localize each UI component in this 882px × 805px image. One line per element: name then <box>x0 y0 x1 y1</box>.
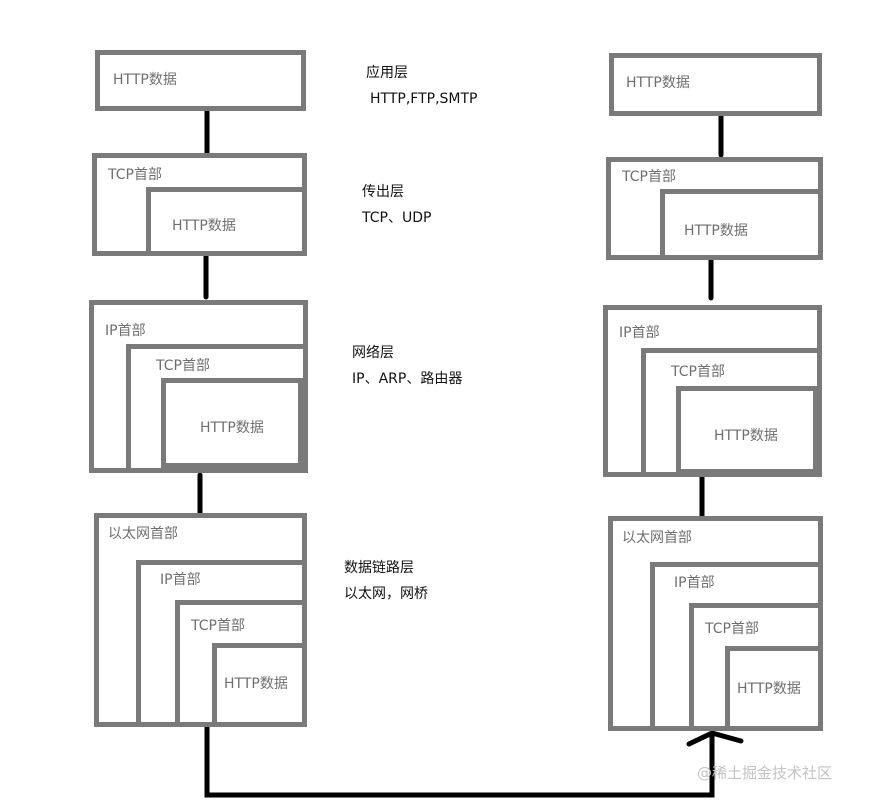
layer-network: 网络层 IP、ARP、路由器 <box>352 340 462 392</box>
sender-application-http-box: HTTP数据 <box>95 50 306 111</box>
receiver-datalink-tcp-box: TCP首部 HTTP数据 <box>689 603 823 731</box>
layer-application: 应用层 HTTP,FTP,SMTP <box>366 60 478 112</box>
receiver-transport-http-box: HTTP数据 <box>660 189 823 260</box>
sender-datalink-tcp-box: TCP首部 HTTP数据 <box>175 600 307 727</box>
sender-transport-http-label: HTTP数据 <box>172 218 236 234</box>
receiver-network-tcp-label: TCP首部 <box>671 364 725 380</box>
sender-datalink-tcp-label: TCP首部 <box>191 618 245 634</box>
layer-transport-protocols: TCP、UDP <box>362 210 432 226</box>
sender-network-http-box: HTTP数据 <box>161 378 303 468</box>
receiver-network-tcp-box: TCP首部 HTTP数据 <box>641 348 822 477</box>
sender-datalink-http-box: HTTP数据 <box>212 643 307 727</box>
receiver-datalink-ip-box: IP首部 TCP首部 HTTP数据 <box>650 562 823 731</box>
upward-arrow-head <box>686 730 744 747</box>
layer-network-name: 网络层 <box>352 345 394 361</box>
receiver-transport-tcp-label: TCP首部 <box>622 169 676 185</box>
sender-datalink-ethernet-label: 以太网首部 <box>108 526 178 542</box>
sender-datalink-ethernet-box: 以太网首部 IP首部 TCP首部 HTTP数据 <box>94 513 307 727</box>
sender-transport-tcp-label: TCP首部 <box>108 167 162 183</box>
physical-link-line <box>204 721 715 798</box>
layer-transport: 传出层 TCP、UDP <box>362 179 431 231</box>
layer-datalink-name: 数据链路层 <box>344 560 414 576</box>
receiver-datalink-ip-label: IP首部 <box>674 575 715 591</box>
receiver-datalink-http-label: HTTP数据 <box>737 681 801 697</box>
layer-datalink-protocols: 以太网，网桥 <box>344 586 428 602</box>
receiver-datalink-tcp-label: TCP首部 <box>705 621 759 637</box>
sender-network-ip-label: IP首部 <box>105 323 146 339</box>
receiver-network-http-label: HTTP数据 <box>714 428 778 444</box>
receiver-datalink-http-box: HTTP数据 <box>725 646 823 731</box>
receiver-datalink-ethernet-box: 以太网首部 IP首部 TCP首部 HTTP数据 <box>608 516 823 731</box>
receiver-network-http-box: HTTP数据 <box>676 386 818 474</box>
sender-network-tcp-box: TCP首部 HTTP数据 <box>126 344 308 473</box>
receiver-network-ip-label: IP首部 <box>619 325 660 341</box>
receiver-application-http-box: HTTP数据 <box>609 53 822 116</box>
layer-application-name: 应用层 <box>366 65 408 81</box>
layer-network-protocols: IP、ARP、路由器 <box>352 371 463 387</box>
receiver-network-ip-box: IP首部 TCP首部 HTTP数据 <box>603 305 822 477</box>
sender-datalink-ip-box: IP首部 TCP首部 HTTP数据 <box>136 560 307 727</box>
sender-application-http-label: HTTP数据 <box>113 72 177 88</box>
sender-network-tcp-label: TCP首部 <box>156 358 210 374</box>
receiver-application-http-label: HTTP数据 <box>626 75 690 91</box>
sender-network-ip-box: IP首部 TCP首部 HTTP数据 <box>89 300 308 473</box>
layer-transport-name: 传出层 <box>362 184 404 200</box>
receiver-datalink-ethernet-label: 以太网首部 <box>622 530 692 546</box>
watermark: @稀土掘金技术社区 <box>697 764 833 782</box>
sender-transport-http-box: HTTP数据 <box>146 187 307 256</box>
layer-application-protocols: HTTP,FTP,SMTP <box>370 91 478 107</box>
receiver-transport-http-label: HTTP数据 <box>684 223 748 239</box>
sender-datalink-ip-label: IP首部 <box>160 572 201 588</box>
layer-datalink: 数据链路层 以太网，网桥 <box>344 555 428 607</box>
sender-network-http-label: HTTP数据 <box>200 420 264 436</box>
receiver-transport-tcp-box: TCP首部 HTTP数据 <box>606 157 823 260</box>
sender-datalink-http-label: HTTP数据 <box>224 676 288 692</box>
sender-transport-tcp-box: TCP首部 HTTP数据 <box>92 153 307 256</box>
